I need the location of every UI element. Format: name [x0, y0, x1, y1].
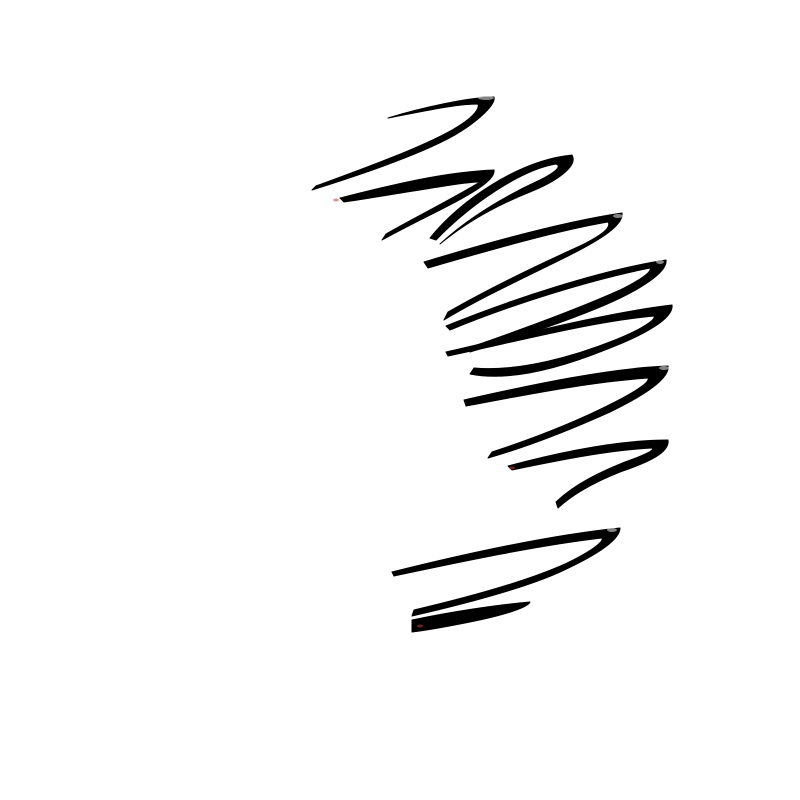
ink-fleck	[478, 96, 494, 100]
ink-fleck	[333, 198, 339, 202]
ink-fleck	[607, 528, 617, 532]
scribble-stroke-7	[463, 365, 669, 459]
scribble-stroke-10	[411, 601, 531, 633]
scribble-stroke-5	[445, 259, 667, 353]
scribble-stroke-3	[429, 154, 574, 245]
ink-fleck	[659, 366, 669, 370]
ink-fleck	[417, 624, 423, 628]
scribble-stroke-9	[391, 527, 621, 617]
ink-fleck	[509, 466, 515, 470]
scribble-stroke-8	[507, 439, 669, 509]
scribble-stroke-6	[445, 304, 673, 377]
ink-fleck	[613, 214, 623, 218]
scribble-stroke-1	[311, 96, 495, 191]
scribble-stroke-2	[339, 169, 495, 241]
scribble-stroke-4	[423, 212, 623, 321]
ink-fleck	[656, 260, 664, 264]
